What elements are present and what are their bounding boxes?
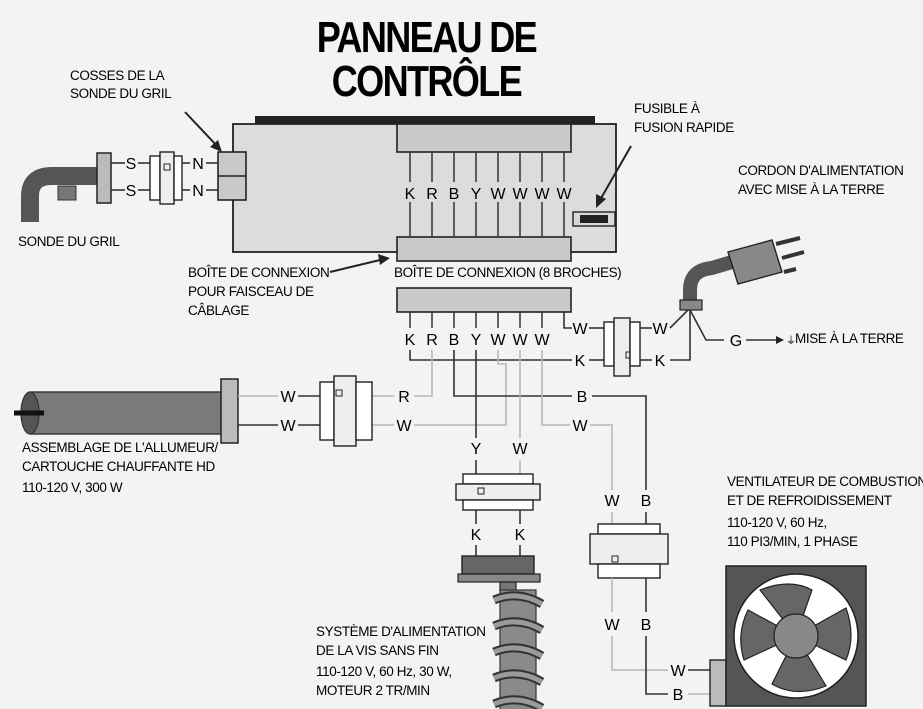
- plug-icon: [727, 239, 783, 285]
- label-auger-1: SYSTÈME D'ALIMENTATION: [316, 624, 486, 639]
- label-fan-1: VENTILATEUR DE COMBUSTION: [727, 474, 923, 489]
- harness-wires: W K R W B W: [372, 312, 647, 490]
- wire-label-n2: N: [192, 183, 204, 200]
- label-fan-2: ET DE REFROIDISSEMENT: [727, 493, 892, 508]
- label-harness-box-1: BOÎTE DE CONNEXION: [188, 265, 329, 280]
- pin-top-6: W: [512, 186, 528, 203]
- label-probe-terminals-1: COSSES DE LA: [70, 68, 165, 83]
- igniter-assembly: W W: [14, 375, 373, 447]
- annotation-labels: COSSES DE LA SONDE DU GRIL SONDE DU GRIL…: [18, 68, 923, 698]
- wire-label-w-fan-bot: W: [604, 617, 620, 634]
- control-panel: [217, 116, 617, 262]
- pin-bottom-4: Y: [471, 332, 482, 349]
- wire-label-w-fan: W: [572, 418, 588, 435]
- wire-label-w-fan-top: W: [604, 493, 620, 510]
- wire-label-b-fan-end: B: [673, 687, 684, 704]
- wire-label-w-auger: W: [512, 441, 528, 458]
- title-line-2: CONTRÔLE: [332, 56, 522, 106]
- pin-top-2: R: [426, 186, 438, 203]
- wire-label-k-auger-2: K: [515, 527, 526, 544]
- label-auger-4: MOTEUR 2 TR/MIN: [316, 683, 430, 698]
- label-fuse-1: FUSIBLE À: [634, 101, 700, 116]
- wire-label-w-ign-1: W: [280, 389, 296, 406]
- pin-bottom-5: W: [490, 332, 506, 349]
- pin-top-1: K: [405, 186, 416, 203]
- label-auger-2: DE LA VIS SANS FIN: [316, 643, 439, 658]
- wire-label-w-fan-end: W: [670, 663, 686, 680]
- pin-bottom-1: K: [405, 332, 416, 349]
- label-probe: SONDE DU GRIL: [18, 234, 120, 249]
- label-power-cord-1: CORDON D'ALIMENTATION: [738, 163, 903, 178]
- label-harness-box-2: POUR FAISCEAU DE: [188, 284, 314, 299]
- label-junction-box: BOÎTE DE CONNEXION (8 BROCHES): [394, 265, 621, 280]
- wire-label-b-fan: B: [577, 389, 588, 406]
- wire-label-w-igniter: W: [396, 418, 412, 435]
- wire-label-r: R: [398, 389, 410, 406]
- grill-probe: S S N N: [21, 151, 218, 222]
- control-top-connector: [396, 123, 572, 153]
- diagram-title: PANNEAU DE CONTRÔLE: [317, 13, 539, 106]
- pin-top-8: W: [556, 186, 572, 203]
- label-harness-box-3: CÂBLAGE: [188, 303, 249, 318]
- wire-label-b-fan-top: B: [641, 493, 652, 510]
- wire-label-w-plug: W: [652, 321, 668, 338]
- pin-top-7: W: [534, 186, 550, 203]
- ground-icon: ⏚: [786, 335, 796, 347]
- pin-bottom-7: W: [534, 332, 550, 349]
- label-igniter-1: ASSEMBLAGE DE L'ALLUMEUR/: [22, 440, 219, 455]
- harness-junction-box: K R B Y W W W: [396, 287, 572, 349]
- junction-box-external: [396, 287, 572, 313]
- pin-top-3: B: [449, 186, 460, 203]
- wire-label-k-power: K: [575, 353, 586, 370]
- wire-label-y: Y: [471, 441, 482, 458]
- label-probe-terminals-2: SONDE DU GRIL: [70, 86, 172, 101]
- label-fuse-2: FUSION RAPIDE: [634, 120, 734, 135]
- pin-top-4: Y: [471, 186, 482, 203]
- pin-bottom-2: R: [426, 332, 438, 349]
- label-auger-3: 110-120 V, 60 Hz, 30 W,: [316, 664, 452, 679]
- callout-arrows: [184, 111, 632, 273]
- wire-label-w-power: W: [572, 321, 588, 338]
- wire-label-n1: N: [192, 156, 204, 173]
- wire-label-w-ign-2: W: [280, 418, 296, 435]
- control-panel-top-bar: [255, 116, 595, 124]
- wire-label-k-auger-1: K: [471, 527, 482, 544]
- pin-bottom-6: W: [512, 332, 528, 349]
- title-line-1: PANNEAU DE: [317, 13, 537, 62]
- label-fan-3: 110-120 V, 60 Hz,: [727, 515, 827, 530]
- control-panel-pins: K R B Y W W W W: [405, 152, 572, 237]
- wire-label-b-fan-bot: B: [641, 617, 652, 634]
- wire-label-g: G: [730, 333, 742, 350]
- wire-label-k-plug: K: [655, 353, 666, 370]
- label-igniter-3: 110-120 V, 300 W: [22, 480, 123, 495]
- wire-label-s1: S: [126, 156, 137, 173]
- label-fan-4: 110 PI3/MIN, 1 PHASE: [727, 534, 858, 549]
- auger-system: Y W K K: [455, 441, 545, 709]
- junction-box-internal: [396, 236, 572, 262]
- label-power-cord-2: AVEC MISE À LA TERRE: [738, 182, 884, 197]
- wire-label-s2: S: [126, 183, 137, 200]
- fuse-icon: [572, 211, 616, 227]
- label-ground: MISE À LA TERRE: [795, 331, 904, 346]
- label-igniter-2: CARTOUCHE CHAUFFANTE HD: [22, 459, 215, 474]
- power-cord: W K G ⏚: [603, 236, 805, 377]
- pin-top-5: W: [490, 186, 506, 203]
- combustion-fan: W B W B W B: [589, 493, 867, 707]
- pin-bottom-3: B: [449, 332, 460, 349]
